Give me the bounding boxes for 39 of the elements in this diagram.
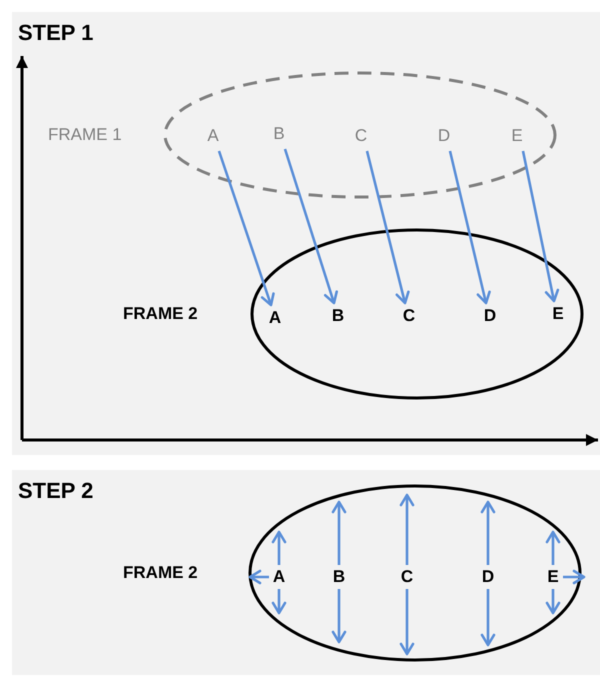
point-label: A	[270, 566, 288, 588]
point-label: E	[544, 566, 562, 588]
point-label: B	[270, 123, 288, 145]
arrow	[522, 150, 560, 302]
arrow	[563, 570, 586, 584]
point-label: D	[479, 566, 497, 588]
point-label: C	[352, 125, 370, 147]
arrow	[366, 150, 410, 304]
arrow	[400, 494, 414, 565]
step-heading: STEP 2	[18, 478, 94, 504]
arrow	[546, 589, 560, 614]
point-label: B	[330, 566, 348, 588]
frame-label: FRAME 2	[123, 304, 198, 324]
arrow	[480, 500, 496, 565]
point-label: D	[435, 125, 453, 147]
arrow	[272, 530, 286, 565]
arrow	[332, 500, 346, 565]
point-label: C	[398, 566, 416, 588]
point-label: A	[266, 307, 284, 329]
panel-background	[12, 12, 600, 455]
point-label: E	[508, 125, 526, 147]
point-label: A	[204, 125, 222, 147]
arrow	[546, 530, 560, 565]
point-label: C	[400, 305, 418, 327]
arrow	[218, 150, 275, 306]
arrow	[480, 589, 496, 646]
frame-label: FRAME 2	[123, 563, 198, 583]
arrow	[400, 589, 414, 656]
step-heading: STEP 1	[18, 20, 94, 46]
arrow	[248, 570, 269, 584]
arrow	[284, 148, 338, 304]
arrow	[332, 589, 346, 644]
frame-label: FRAME 1	[48, 125, 122, 145]
arrow	[272, 589, 286, 614]
point-label: E	[549, 303, 567, 325]
point-label: D	[481, 305, 499, 327]
point-label: B	[329, 305, 347, 327]
arrow	[448, 150, 491, 304]
panel-background	[12, 470, 600, 675]
